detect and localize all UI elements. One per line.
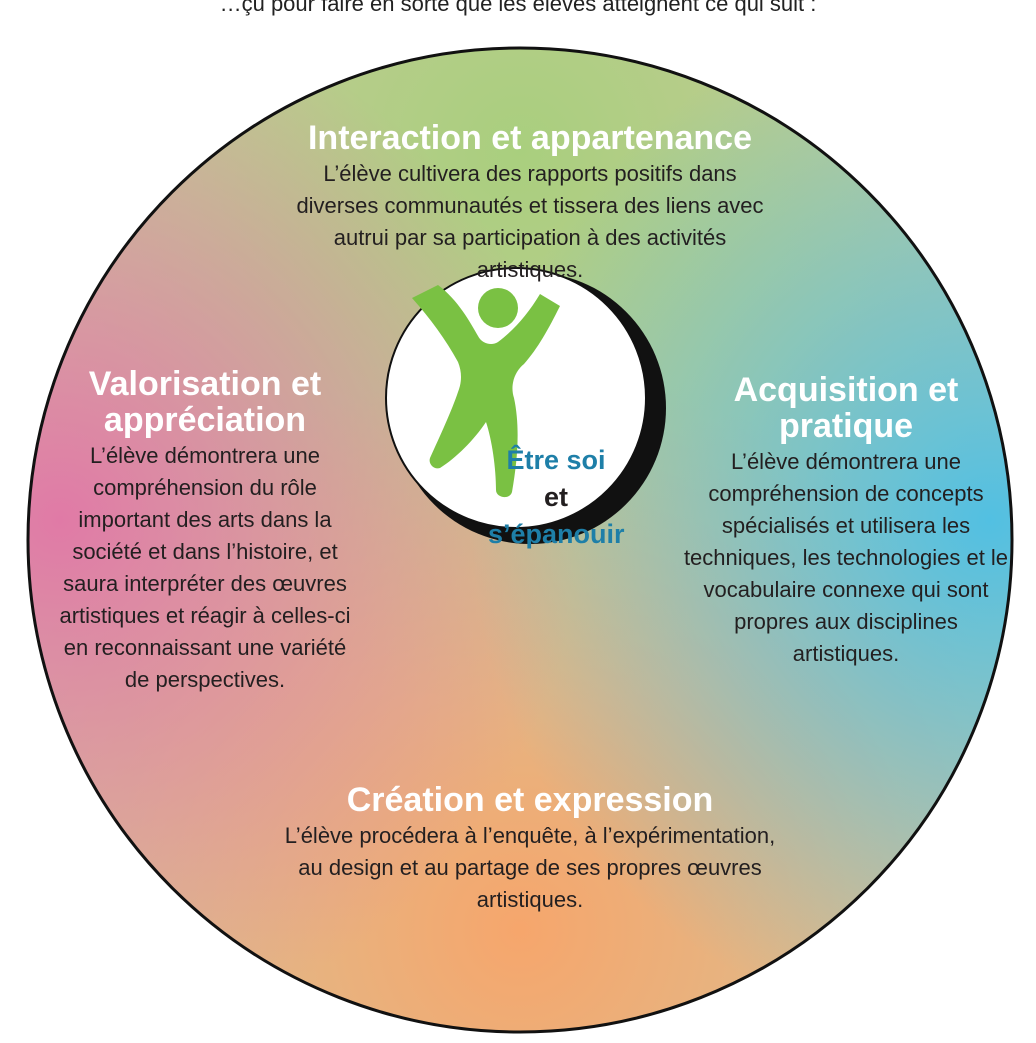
- quadrant-title: Acquisition et pratique: [733, 371, 959, 445]
- quadrant-title: Valorisation et appréciation: [88, 365, 322, 439]
- quadrant-body: L’élève démontrera une compréhension du …: [59, 443, 351, 692]
- quadrant-acquisition: Acquisition et pratique L’élève démontre…: [682, 372, 1010, 670]
- center-label: Être soi et s’épanouir: [488, 442, 625, 553]
- quadrant-body: L’élève démontrera une compréhension de …: [683, 449, 1009, 666]
- quadrant-creation: Création et expression L’élève procédera…: [260, 780, 800, 916]
- quadrant-title: Interaction et appartenance: [307, 119, 752, 157]
- quadrant-title: Création et expression: [346, 781, 714, 819]
- wheel-outline: [26, 46, 1014, 1034]
- cut-header-text: …çu pour faire en sorte que les élèves a…: [219, 0, 817, 16]
- center-line-2: et: [543, 482, 568, 512]
- center-line-1: Être soi: [506, 445, 606, 475]
- person-arms-raised-icon: [412, 285, 560, 498]
- center-line-3: s’épanouir: [488, 519, 625, 549]
- quadrant-body: L’élève procédera à l’enquête, à l’expér…: [284, 823, 776, 912]
- quadrant-interaction: Interaction et appartenance L’élève cult…: [250, 118, 810, 286]
- quadrant-valorisation: Valorisation et appréciation L’élève dém…: [50, 366, 360, 696]
- quadrant-body: L’élève cultivera des rapports positifs …: [296, 161, 764, 282]
